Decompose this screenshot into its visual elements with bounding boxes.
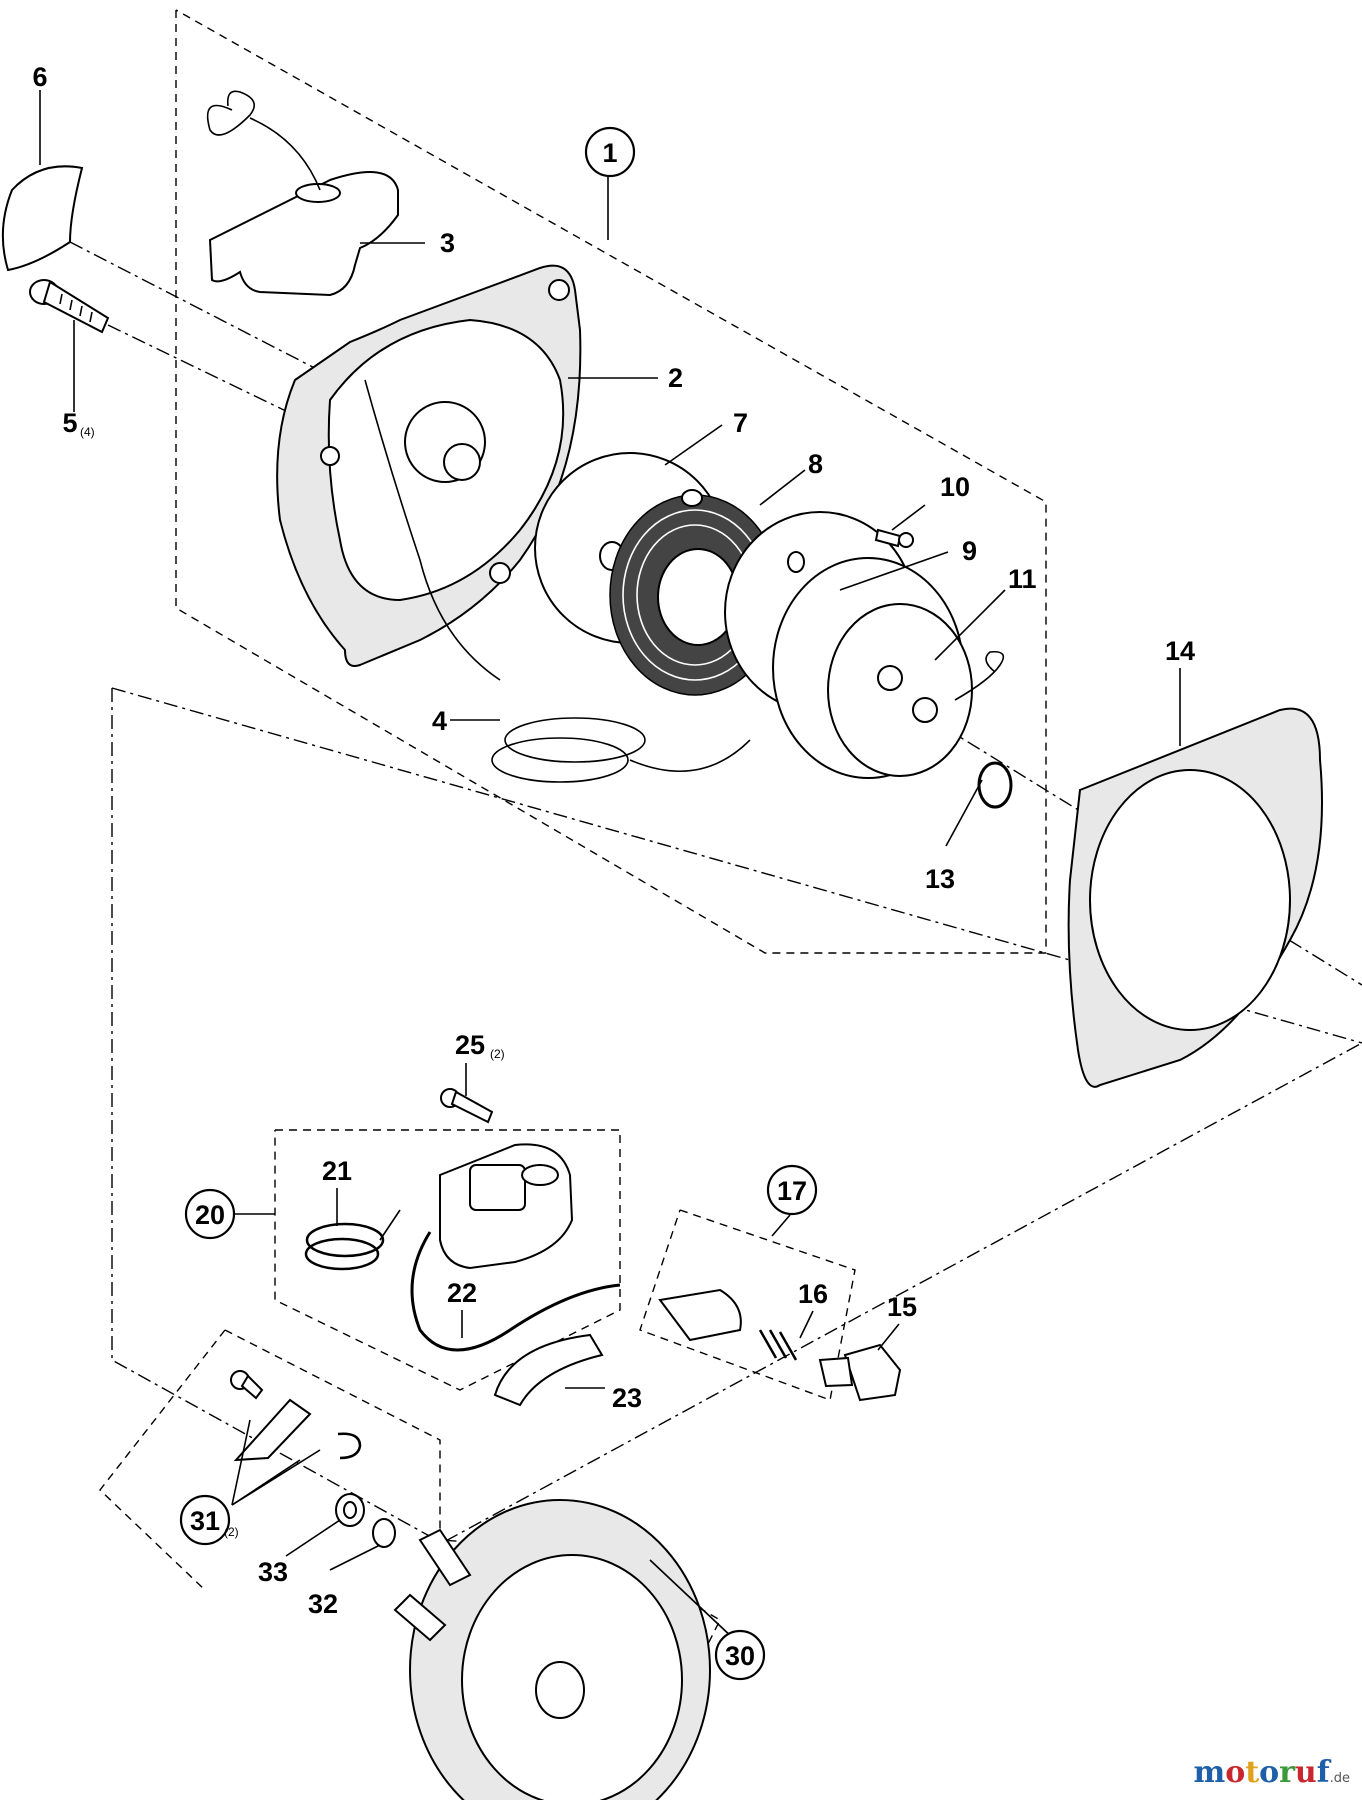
assembly-1-boundary (175, 9, 1047, 954)
label-31-qty: (2) (224, 1525, 239, 1539)
part-2-housing (276, 264, 582, 667)
part-14-plate (1067, 707, 1323, 1088)
label-7: 7 (733, 408, 748, 438)
part-15-spark-plug (818, 1343, 902, 1402)
part-31-pawl (230, 1370, 362, 1462)
spark-boot (658, 1288, 742, 1342)
label-25: 25 (455, 1030, 485, 1060)
watermark-letter: o (1259, 1755, 1280, 1790)
ignition-module (439, 1143, 574, 1270)
part-11-pulley (772, 557, 1005, 779)
label-9: 9 (962, 536, 977, 566)
label-4: 4 (432, 706, 447, 736)
watermark-logo: motoruf.de (1193, 1755, 1350, 1790)
label-11: 11 (1008, 564, 1037, 594)
label-31: 31 (190, 1506, 220, 1536)
label-8: 8 (808, 449, 823, 479)
part-6-cover (1, 165, 84, 272)
flywheel (393, 1499, 711, 1800)
watermark-letter: t (1245, 1755, 1260, 1790)
label-16: 16 (798, 1279, 828, 1309)
label-13: 13 (925, 864, 955, 894)
watermark-letter: o (1225, 1755, 1246, 1790)
label-21: 21 (322, 1156, 352, 1186)
leader-lines (39, 90, 1181, 1641)
callout-1: 1 (584, 126, 636, 178)
part-33-nut (335, 1493, 365, 1527)
label-3: 3 (440, 228, 455, 258)
label-15: 15 (887, 1292, 917, 1322)
label-6: 6 (32, 62, 47, 92)
label-10: 10 (940, 472, 970, 502)
label-1: 1 (602, 138, 617, 168)
part-4-rope (491, 717, 751, 783)
callout-30: 30 (714, 1629, 766, 1681)
label-30: 30 (725, 1641, 755, 1671)
part-21-wire (304, 1209, 401, 1271)
part-32-washer (372, 1518, 396, 1548)
label-23: 23 (612, 1383, 642, 1413)
label-5-qty: (4) (80, 425, 95, 439)
watermark-letter: u (1294, 1755, 1317, 1790)
part-13-circlip (977, 761, 1013, 809)
label-5: 5 (62, 408, 77, 438)
part-5-screw (29, 279, 110, 334)
watermark-suffix: .de (1329, 1771, 1350, 1786)
label-17: 17 (777, 1176, 807, 1206)
part-23-tube (493, 1333, 604, 1407)
label-32: 32 (308, 1589, 338, 1619)
part-25-bolt (440, 1088, 494, 1124)
part-20-group-boundary (274, 1129, 621, 1391)
label-22: 22 (447, 1278, 477, 1308)
part-17-group-boundary (639, 1209, 856, 1401)
part-3-handle (208, 171, 399, 297)
callout-17: 17 (766, 1164, 818, 1216)
watermark-letter: r (1279, 1755, 1295, 1790)
label-14: 14 (1165, 636, 1195, 666)
part-16-spring (758, 1329, 798, 1361)
part-10-screw (874, 528, 914, 548)
label-2: 2 (668, 363, 683, 393)
callout-20: 20 (184, 1188, 236, 1240)
label-20: 20 (195, 1200, 225, 1230)
label-25-qty: (2) (490, 1047, 505, 1061)
watermark-letter: f (1316, 1755, 1330, 1790)
callout-31: 31 (2) (179, 1494, 239, 1546)
watermark-letter: m (1193, 1755, 1226, 1790)
part-22-cable (410, 1231, 621, 1352)
label-33: 33 (258, 1557, 288, 1587)
